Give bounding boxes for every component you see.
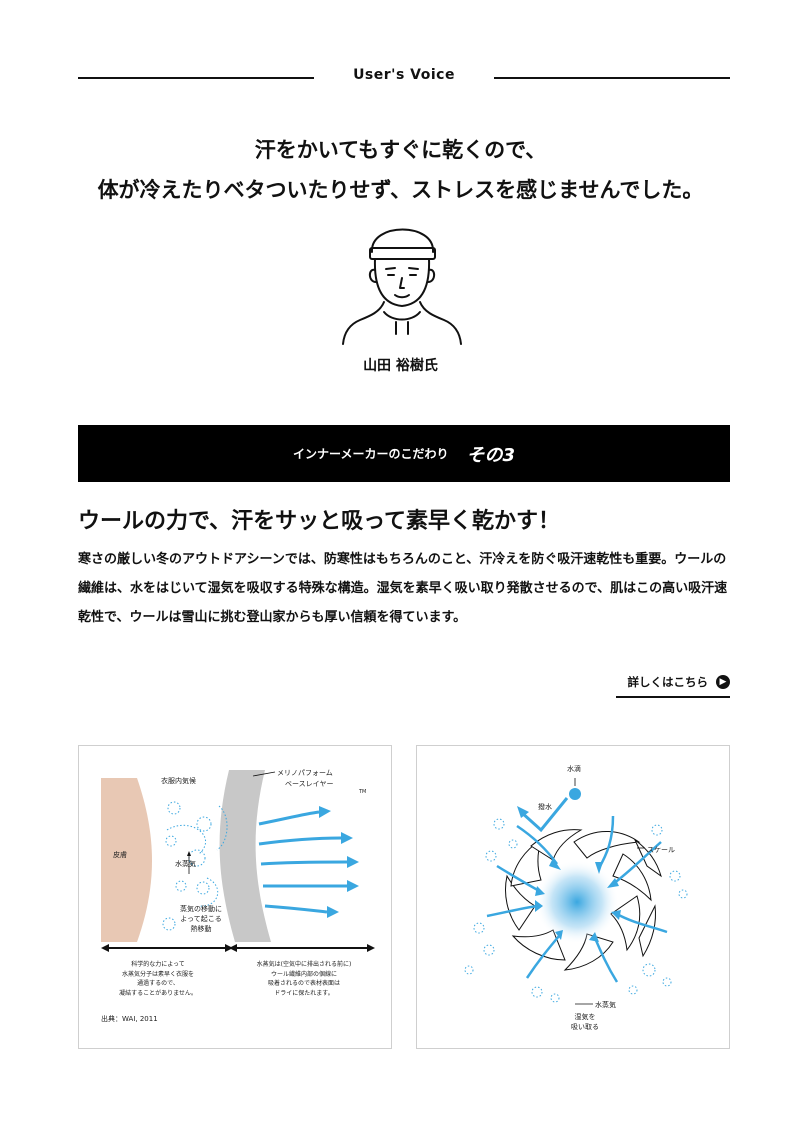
fabric-pointer	[252, 771, 276, 777]
scale-blade	[633, 838, 662, 878]
vapor-bubble	[464, 965, 474, 975]
details-link-label: 詳しくはこちら	[627, 675, 709, 689]
vapor-arrow-head	[319, 806, 331, 818]
moisture-transfer-figure: 衣服内気候 メリノパフォーム ベースレイヤー TM 皮膚 水蒸気 蒸気の移動に …	[78, 745, 392, 1049]
absorb-arrow-head	[595, 862, 603, 874]
vapor-bubble	[175, 880, 187, 892]
wool-fiber-figure: 水滴 撥水 スケール 水蒸気 湿気を 吸い取る	[416, 745, 730, 1049]
absorb-arrow	[612, 841, 662, 885]
absorb-arrow	[525, 935, 560, 979]
skin-layer	[101, 778, 152, 942]
label-fabric-2: ベースレイヤー	[285, 780, 334, 788]
vapor-bubble	[642, 963, 656, 977]
label-scale: スケール	[647, 846, 675, 854]
absorb-arrow	[486, 904, 538, 918]
repel-arrow-head	[517, 806, 529, 818]
repel-arrow	[519, 797, 569, 833]
vapor-bubble	[678, 889, 688, 899]
vapor-pointer-head	[187, 851, 191, 856]
absorb-arrow-head	[535, 900, 543, 912]
vapor-arrow	[258, 810, 320, 826]
avatar-illustration	[342, 228, 462, 345]
absorb-arrow-head	[535, 886, 545, 896]
vapor-bubble	[651, 824, 663, 836]
label-vapor: 水蒸気	[175, 860, 196, 868]
scale-blade	[638, 904, 656, 958]
vapor-bubble	[165, 835, 177, 847]
label-absorb: 湿気を 吸い取る	[571, 1013, 599, 1031]
label-heat-transfer: 蒸気の移動に よって起こる 熱移動	[180, 905, 222, 933]
testimonial-headline: 汗をかいてもすぐに乾くので、 体が冷えたりベタついたりせず、ストレスを感じません…	[0, 130, 801, 210]
absorb-arrow-head	[555, 930, 563, 940]
vapor-bubble	[550, 993, 560, 1003]
vapor-arrow-head	[327, 906, 339, 918]
vapor-swirl	[216, 805, 228, 851]
label-tm: TM	[359, 789, 367, 795]
label-skin: 皮膚	[113, 851, 127, 859]
bottom-arrow-head-left	[101, 944, 109, 952]
vapor-swirl	[198, 877, 219, 907]
vapor-bubble	[196, 816, 212, 832]
vapor-bubble	[162, 917, 176, 931]
divider-right	[494, 77, 730, 79]
water-drop	[569, 788, 581, 800]
headline-line-2: 体が冷えたりベタついたりせず、ストレスを感じませんでした。	[97, 178, 704, 202]
figure-source: 出典：WAI, 2011	[101, 1015, 158, 1023]
label-vapor: 水蒸気	[595, 1001, 616, 1009]
vapor-bubble	[493, 818, 505, 830]
details-link[interactable]: 詳しくはこちら ▶	[616, 668, 730, 698]
feature-banner: インナーメーカーのこだわり その3	[78, 425, 730, 482]
vapor-bubble	[167, 801, 181, 815]
vapor-arrow-head	[347, 880, 359, 892]
scale-blade	[505, 874, 536, 931]
bottom-arrow-head-center	[229, 944, 237, 952]
vapor-swirl	[166, 824, 206, 855]
vapor-arrow	[264, 904, 328, 914]
wool-fiber-diagram	[464, 778, 688, 1005]
scale-blade	[530, 829, 583, 861]
vapor-bubble	[669, 870, 681, 882]
headline-line-1: 汗をかいてもすぐに乾くので、	[254, 138, 547, 162]
chevron-right-circle-icon: ▶	[716, 675, 730, 689]
label-fabric-1: メリノパフォーム	[277, 769, 333, 777]
label-drop: 水滴	[567, 765, 581, 773]
label-repel: 撥水	[538, 803, 552, 811]
vapor-arrow	[260, 860, 348, 866]
scale-blade	[511, 929, 566, 961]
fiber-core	[535, 860, 619, 944]
vapor-bubble	[483, 944, 495, 956]
vapor-bubble	[485, 850, 497, 862]
vapor-bubble	[473, 922, 485, 934]
divider-left	[78, 77, 314, 79]
vapor-bubble	[508, 839, 518, 849]
vapor-bubble	[628, 985, 638, 995]
absorb-arrow-head	[549, 858, 561, 870]
vapor-arrow-head	[341, 832, 353, 844]
vapor-bubble	[662, 977, 672, 987]
speaker-name: 山田 裕樹氏	[363, 358, 438, 374]
banner-text: インナーメーカーのこだわり	[292, 447, 449, 461]
label-climate: 衣服内気候	[161, 777, 196, 785]
bottom-arrow-head-right	[367, 944, 375, 952]
moisture-transfer-diagram	[101, 770, 375, 952]
vapor-arrow	[258, 836, 342, 846]
section-title: ウールの力で、汗をサッと吸って素早く乾かす！	[78, 509, 561, 534]
users-voice-label: User's Voice	[353, 67, 455, 83]
note-right: 水蒸気は(空気中に排出される前に) ウール繊維内部の個線に 吸着されるので表材表…	[256, 961, 352, 997]
section-body: 寒さの厳しい冬のアウトドアシーンでは、防寒性はもちろんのこと、汗冷えを防ぐ吸汗速…	[78, 552, 728, 625]
absorb-arrow-head	[607, 878, 619, 888]
note-left: 科学的な力によって 水蒸気分子は素早く衣服を 通過するので、 凝結することがあり…	[119, 961, 197, 997]
vapor-bubble	[531, 986, 543, 998]
vapor-bubble	[196, 881, 210, 895]
absorb-arrow-head	[589, 932, 599, 942]
absorb-arrow-head	[611, 910, 621, 920]
vapor-arrow-head	[347, 856, 359, 868]
scale-blade	[573, 830, 641, 859]
banner-number: その3	[466, 444, 516, 466]
absorb-arrow	[616, 912, 668, 934]
absorb-arrow	[593, 937, 619, 983]
fabric-layer	[219, 770, 271, 942]
